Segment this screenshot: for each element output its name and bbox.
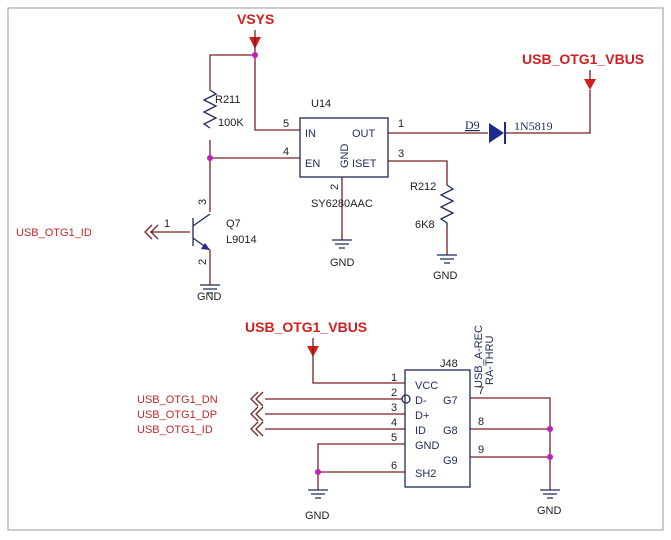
d9-part: 1N5819 <box>514 119 553 133</box>
vbus-label-top: USB_OTG1_VBUS <box>522 51 644 67</box>
pin-en: EN <box>305 158 320 170</box>
j48-part2: RA-THRU <box>484 335 496 385</box>
wire <box>341 90 591 255</box>
wire <box>265 338 551 490</box>
junction <box>207 155 213 161</box>
j48-ref: J48 <box>440 358 458 370</box>
r211-ref: R211 <box>215 94 240 106</box>
vbus-label-bottom: USB_OTG1_VBUS <box>245 319 367 335</box>
svg-text:ID: ID <box>415 425 426 437</box>
d9-ref: D9 <box>465 118 480 132</box>
r212-value: 6K8 <box>415 219 435 231</box>
svg-text:6: 6 <box>391 460 397 472</box>
pin-num: 1 <box>398 118 404 130</box>
wire <box>150 231 211 285</box>
net-label-id: USB_OTG1_ID <box>16 227 92 239</box>
svg-text:9: 9 <box>478 444 484 456</box>
svg-text:3: 3 <box>391 402 397 414</box>
j48-right-pins: 7G7 8G8 9G9 <box>443 385 484 467</box>
pin-num: 5 <box>283 118 289 130</box>
q7-part: L9014 <box>226 234 257 246</box>
svg-text:GND: GND <box>415 440 440 452</box>
net-label-dn: USB_OTG1_DN <box>137 394 218 406</box>
transistor-q7 <box>192 213 211 251</box>
svg-text:4: 4 <box>391 417 397 429</box>
svg-text:G9: G9 <box>443 455 458 467</box>
offpage-connector-icon <box>250 391 264 437</box>
q7-ref: Q7 <box>226 218 241 230</box>
junction <box>252 52 258 58</box>
inverted-pin-icon <box>401 394 411 404</box>
gnd-label: GND <box>537 505 562 517</box>
svg-text:5: 5 <box>391 432 397 444</box>
gnd-label: GND <box>305 510 330 522</box>
svg-text:D-: D- <box>415 395 427 407</box>
svg-text:1: 1 <box>391 372 397 384</box>
diode-d9-icon <box>489 123 504 143</box>
resistor-r212 <box>439 184 455 228</box>
svg-text:SH2: SH2 <box>415 468 436 480</box>
pin-in: IN <box>305 128 316 140</box>
pin-out: OUT <box>352 128 376 140</box>
vsys-label: VSYS <box>237 11 274 27</box>
pin-num: 3 <box>197 199 209 205</box>
svg-text:7: 7 <box>478 385 484 397</box>
svg-text:VCC: VCC <box>415 380 438 392</box>
net-label-id-bottom: USB_OTG1_ID <box>137 424 213 436</box>
pin-num: 1 <box>164 218 170 230</box>
svg-text:2: 2 <box>391 387 397 399</box>
svg-text:D+: D+ <box>415 410 429 422</box>
pin-num: 4 <box>283 146 289 158</box>
pin-gnd: GND <box>339 144 351 169</box>
svg-text:8: 8 <box>478 416 484 428</box>
gnd-icon <box>308 489 328 499</box>
j48-part: USB_A-REC <box>473 325 485 388</box>
svg-text:G8: G8 <box>443 425 458 437</box>
u14-body <box>299 117 389 178</box>
gnd-icon <box>332 239 352 249</box>
svg-text:G7: G7 <box>443 395 458 407</box>
pin-num: 2 <box>197 259 209 265</box>
gnd-label: GND <box>433 270 458 282</box>
power-arrow-icon <box>584 79 596 90</box>
r211-value: 100K <box>218 117 244 129</box>
offpage-connector-icon <box>144 224 159 240</box>
gnd-icon <box>540 489 560 499</box>
gnd-icon <box>437 254 457 264</box>
pin-num: 2 <box>329 184 341 190</box>
frame <box>7 7 664 531</box>
r212-ref: R212 <box>410 181 436 193</box>
pin-iset: ISET <box>352 158 377 170</box>
wire <box>209 30 300 212</box>
j48-body <box>404 369 471 488</box>
net-label-dp: USB_OTG1_DP <box>137 409 217 421</box>
gnd-label: GND <box>197 291 222 303</box>
u14-ref: U14 <box>311 98 331 110</box>
gnd-label: GND <box>330 257 355 269</box>
pin-num: 3 <box>398 148 404 160</box>
resistor-r211 <box>202 89 218 129</box>
gnd-icon <box>200 284 220 294</box>
